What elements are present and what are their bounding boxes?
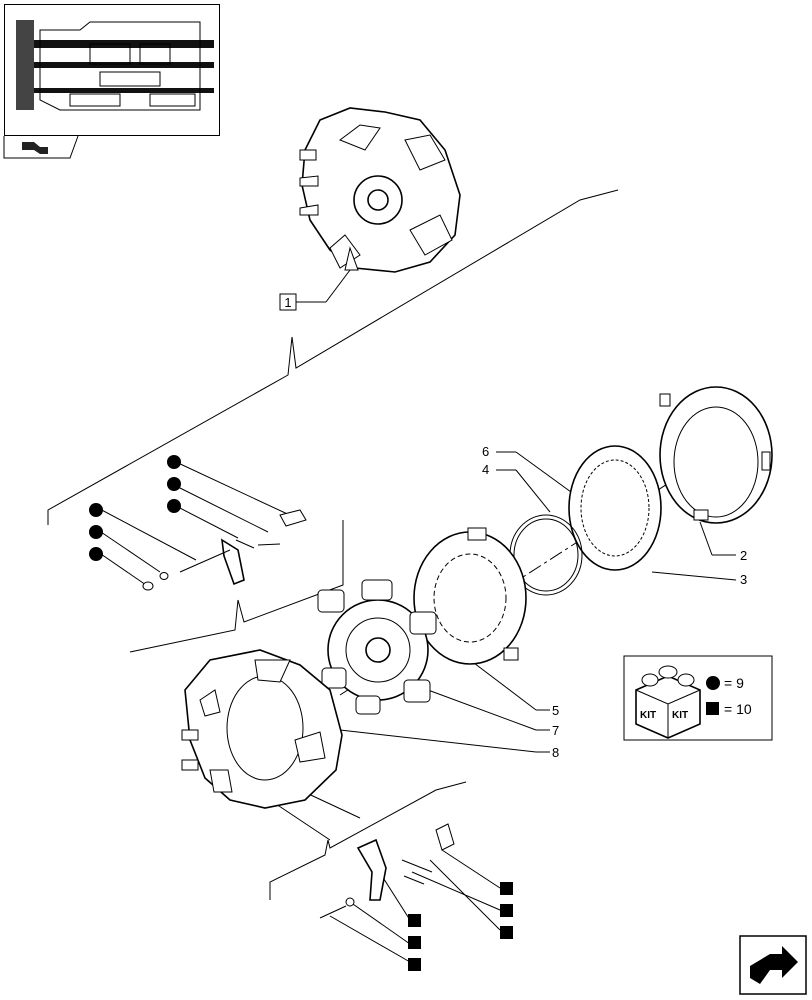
kit-legend: KIT KIT = 9 = 10 <box>623 655 773 741</box>
part-2-pressure-cover <box>659 386 773 524</box>
kit-circle-marker <box>89 525 103 539</box>
callout-5: 5 <box>552 703 559 718</box>
part-3-friction-disc <box>568 445 662 571</box>
kit-square-marker <box>408 936 421 949</box>
legend-square-icon <box>706 702 719 715</box>
kit-square-marker <box>408 958 421 971</box>
transmission-thumbnail-drawing <box>16 20 214 111</box>
callout-8: 8 <box>552 745 559 760</box>
callout-2: 2 <box>740 548 747 563</box>
clutch-assembly-top <box>299 107 461 273</box>
part-5-clutch-plate <box>413 527 527 665</box>
callout-3: 3 <box>740 572 747 587</box>
callout-1: 1 <box>284 295 291 310</box>
kit-circle-marker <box>167 477 181 491</box>
part-8-clutch-housing <box>181 649 343 809</box>
kit-square-marker <box>500 882 513 895</box>
kit-box-icon <box>635 665 701 739</box>
next-page-arrow-icon[interactable] <box>739 935 807 995</box>
callout-4: 4 <box>482 462 489 477</box>
legend-circle-value: = 9 <box>724 675 744 691</box>
release-lever-lower <box>319 823 455 919</box>
callout-6: 6 <box>482 444 489 459</box>
previous-page-arrow-icon[interactable] <box>22 142 48 154</box>
kit-square-marker <box>408 914 421 927</box>
circle-markers <box>89 455 181 561</box>
square-markers <box>408 882 513 971</box>
kit-circle-marker <box>167 455 181 469</box>
legend-square-value: = 10 <box>724 701 752 717</box>
bracket-lines <box>47 189 619 900</box>
kit-square-marker <box>500 926 513 939</box>
kit-circle-marker <box>89 547 103 561</box>
legend-circle-icon <box>706 676 720 690</box>
thumbnail-tab <box>3 135 79 159</box>
kit-circle-marker <box>89 503 103 517</box>
release-lever-upper <box>142 509 307 591</box>
leader-lines <box>97 451 737 963</box>
kit-box-label-right: KIT <box>672 710 688 721</box>
kit-circle-marker <box>167 499 181 513</box>
kit-square-marker <box>500 904 513 917</box>
callout-7: 7 <box>552 723 559 738</box>
part-7-cerametallic-disc <box>317 579 437 715</box>
kit-box-label-left: KIT <box>640 710 656 721</box>
